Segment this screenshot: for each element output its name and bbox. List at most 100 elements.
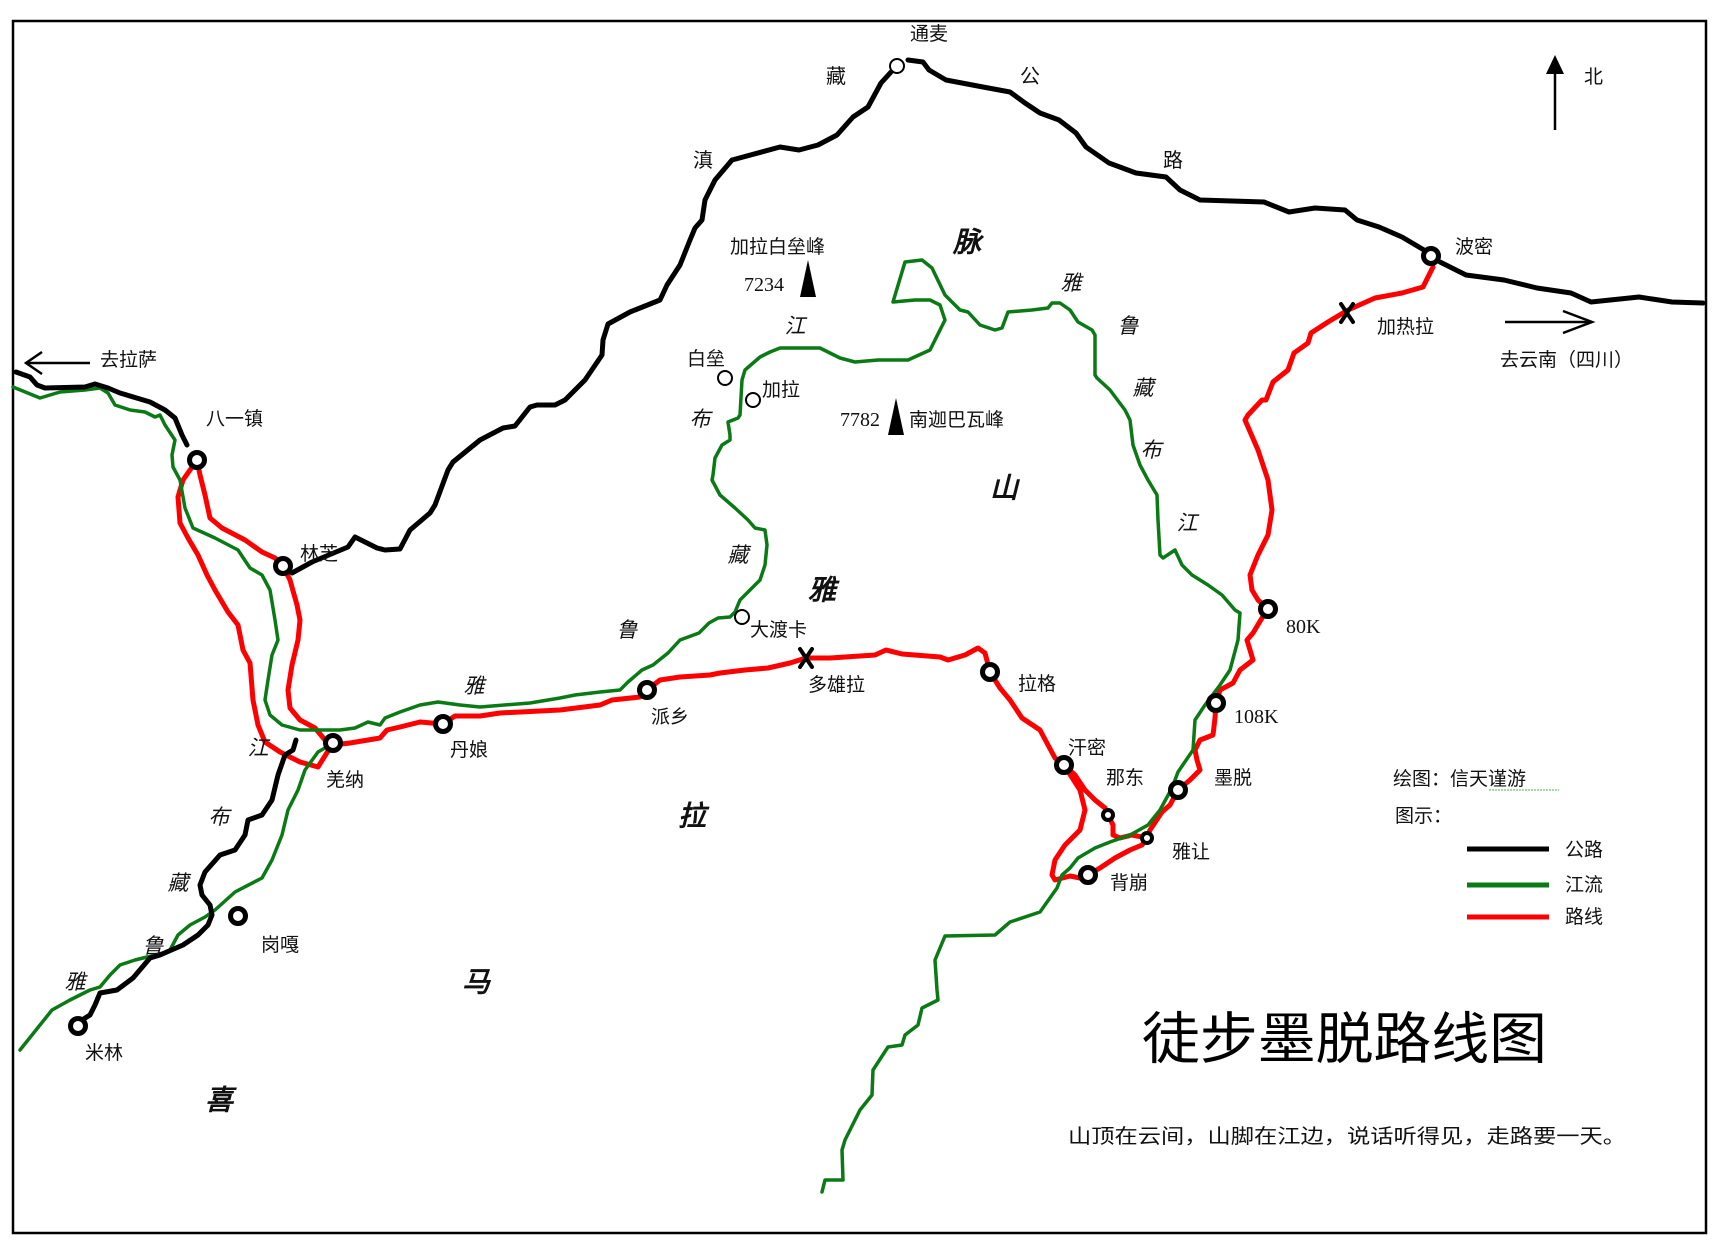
town-marker[interactable]: 白垒 <box>687 348 733 386</box>
town-marker[interactable]: 羌纳 <box>323 733 365 792</box>
town-marker[interactable]: 米林 <box>68 1016 124 1065</box>
road-path <box>905 57 1427 253</box>
river-name-char: 江 <box>785 314 808 338</box>
river-name-char: 雅 <box>1061 271 1085 295</box>
route-path <box>644 645 993 693</box>
legend-route-label: 路线 <box>1565 906 1603 928</box>
town-marker[interactable]: 汗密 <box>1054 737 1107 775</box>
peak-triangle-icon <box>888 398 904 435</box>
town-marker[interactable]: 通麦 <box>889 23 948 74</box>
town-label: 丹娘 <box>450 739 488 761</box>
town-label: 108K <box>1234 706 1279 728</box>
town-circle-icon <box>717 370 733 386</box>
town-marker[interactable]: 八一镇 <box>187 408 264 470</box>
route-path <box>1049 762 1091 883</box>
pass-cross-icon <box>798 647 814 669</box>
east-direction: 去云南（四川） <box>1500 309 1633 371</box>
town-circle-icon <box>187 450 207 470</box>
town-label: 背崩 <box>1110 872 1148 894</box>
mountain-range-char: 雅 <box>808 574 840 607</box>
river-name-char: 布 <box>1141 438 1165 462</box>
river-name-char: 鲁 <box>617 618 639 642</box>
pass-layer: 多雄拉 加热拉 <box>798 302 1434 696</box>
town-label: 加拉 <box>762 379 800 401</box>
town-marker[interactable]: 派乡 <box>637 680 690 729</box>
road-path <box>280 69 894 576</box>
west-direction: 去拉萨 <box>23 349 157 376</box>
label-layer: 滇藏公路江布藏鲁雅雅鲁藏布江江布藏鲁雅脉山雅拉马喜 <box>65 64 1200 1117</box>
river-name-char: 藏 <box>728 543 752 567</box>
town-marker[interactable]: 波密 <box>1421 236 1494 266</box>
town-circle-icon <box>980 662 1000 682</box>
arrow-right-head-icon <box>1562 309 1596 335</box>
town-marker[interactable]: 那东 <box>1101 767 1144 822</box>
peak-elevation: 7782 <box>840 409 880 431</box>
town-circle-icon <box>1078 865 1098 885</box>
road-name-char: 滇 <box>693 148 713 172</box>
map-subtitle: 山顶在云间，山脚在江边，说话听得见，走路要一天。 <box>1068 1124 1626 1148</box>
mountain-pass[interactable]: 多雄拉 <box>798 647 865 696</box>
town-circle-icon <box>1054 755 1074 775</box>
town-circle-icon <box>1140 831 1154 845</box>
east-direction-label: 去云南（四川） <box>1500 349 1633 371</box>
road-path <box>1437 259 1706 306</box>
town-circle-icon <box>323 733 343 753</box>
route-path <box>1213 606 1271 706</box>
road-layer <box>13 57 1706 1023</box>
legend-river-label: 江流 <box>1565 874 1603 896</box>
town-label: 白垒 <box>687 348 725 370</box>
town-marker[interactable]: 林芝 <box>273 543 339 576</box>
town-label: 80K <box>1286 616 1321 638</box>
route-path <box>330 687 650 748</box>
town-marker[interactable]: 拉格 <box>980 662 1057 696</box>
road-name-char: 藏 <box>826 64 846 88</box>
river-name-char: 鲁 <box>143 934 165 958</box>
town-circle-icon <box>1206 693 1226 713</box>
town-marker[interactable]: 墨脱 <box>1168 767 1253 800</box>
town-label: 林芝 <box>300 543 338 565</box>
river-name-char: 雅 <box>65 970 89 994</box>
town-circle-icon <box>1168 780 1188 800</box>
road-path <box>13 369 190 448</box>
town-label: 那东 <box>1106 767 1144 789</box>
town-circle-icon <box>1421 246 1441 266</box>
route-path <box>194 457 286 569</box>
town-marker[interactable]: 108K <box>1206 693 1280 729</box>
town-marker[interactable]: 岗嘎 <box>228 906 300 957</box>
town-label: 拉格 <box>1018 673 1056 695</box>
road-name-char: 公 <box>1020 64 1040 88</box>
river-name-char: 布 <box>690 407 714 431</box>
town-marker[interactable]: 背崩 <box>1078 865 1149 895</box>
town-label: 汗密 <box>1068 737 1106 759</box>
town-marker[interactable]: 雅让 <box>1140 831 1210 863</box>
north-label: 北 <box>1584 66 1603 88</box>
mountain-range-char: 山 <box>990 472 1021 505</box>
town-marker[interactable]: 大渡卡 <box>734 609 807 641</box>
river-layer <box>11 258 1242 1194</box>
town-label: 派乡 <box>651 706 689 728</box>
peak-triangle-icon <box>800 260 816 297</box>
pass-label: 多雄拉 <box>808 674 865 696</box>
town-circle-icon <box>433 714 453 734</box>
mountain-pass[interactable]: 加热拉 <box>1339 302 1434 338</box>
mountain-range-char: 脉 <box>952 226 985 259</box>
north-arrow-icon <box>1546 55 1564 74</box>
town-label: 羌纳 <box>326 769 364 791</box>
river-name-char: 鲁 <box>1118 314 1140 338</box>
town-circle-icon <box>68 1016 88 1036</box>
river-name-char: 江 <box>248 736 271 760</box>
town-circle-icon <box>273 556 293 576</box>
town-marker[interactable]: 加拉 <box>745 379 800 408</box>
town-circle-icon <box>1258 599 1278 619</box>
town-marker[interactable]: 80K <box>1258 599 1322 639</box>
legend: 绘图：信天谨游 图示： 公路 江流 路线 <box>1393 768 1603 928</box>
arrow-left-head-icon <box>23 350 43 376</box>
town-label: 岗嘎 <box>261 934 299 956</box>
town-marker[interactable]: 丹娘 <box>433 714 489 762</box>
town-circle-icon <box>745 392 761 408</box>
route-path <box>280 563 336 746</box>
